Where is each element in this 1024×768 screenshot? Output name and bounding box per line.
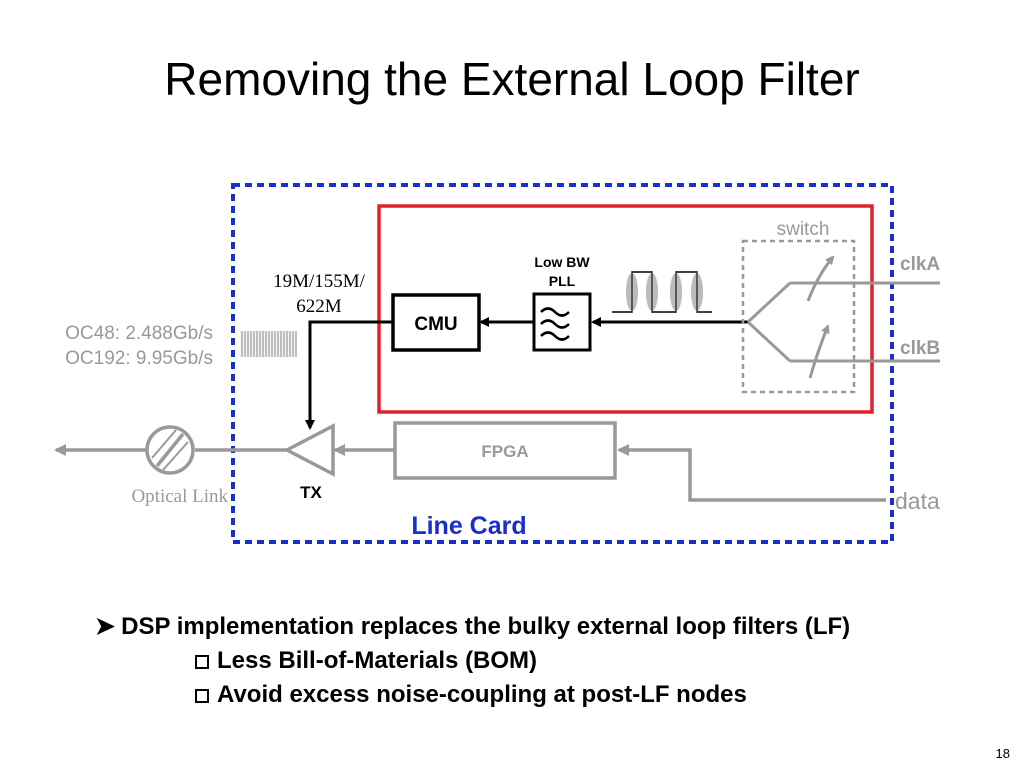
jittery-clock-waveform-icon [612,271,712,313]
switch-box [741,239,856,394]
line-card-label: Line Card [411,512,526,540]
serial-data-waveform-icon [240,331,297,357]
data-to-fpga-arrow [617,444,886,502]
tx-label: TX [300,483,322,502]
bullet-sub-1-text: Less Bill-of-Materials (BOM) [217,647,538,674]
line-card-border [231,183,894,544]
bullet-sub-2: Avoid excess noise-coupling at post-LF n… [195,678,747,712]
cmu-to-tx-arrow [305,320,393,430]
fpga-label: FPGA [481,442,528,461]
switch-lever-a [806,255,835,302]
tx-driver-triangle [283,423,335,477]
pll-region-box [377,204,874,414]
frequency-label-line1: 19M/155M/ [273,271,366,292]
optical-link-label: Optical Link [131,486,228,507]
frequency-label-line2: 622M [296,296,342,317]
bullet-sub-2-text: Avoid excess noise-coupling at post-LF n… [217,681,747,708]
switch-contacts [746,281,940,363]
page-number: 18 [995,746,1010,761]
data-label: data [895,488,940,514]
optical-connector-icon [145,425,195,475]
bullet-main-text: DSP implementation replaces the bulky ex… [121,613,851,640]
pll-label-line1: Low BW [534,254,590,270]
oc48-label: OC48: 2.488Gb/s [65,323,213,344]
switch-label: switch [777,219,830,240]
arrow-bullet-icon: ➤ [95,613,116,640]
line-card-diagram: CMU Low BW PLL switch clkA clkB 19M/155M… [54,183,940,544]
filter-symbol-icon [540,307,570,341]
pll-label-line2: PLL [549,273,576,289]
oc192-label: OC192: 9.95Gb/s [65,348,213,369]
checkbox-bullet-icon [195,689,209,703]
slide-title: Removing the External Loop Filter [164,53,860,105]
checkbox-bullet-icon [195,655,209,669]
switch-lever-b [808,324,830,379]
cmu-label: CMU [414,314,457,335]
clka-label: clkA [900,254,940,275]
clkb-label: clkB [900,338,940,359]
bullet-sub-1: Less Bill-of-Materials (BOM) [195,644,537,678]
bullet-main: ➤DSP implementation replaces the bulky e… [95,610,850,644]
